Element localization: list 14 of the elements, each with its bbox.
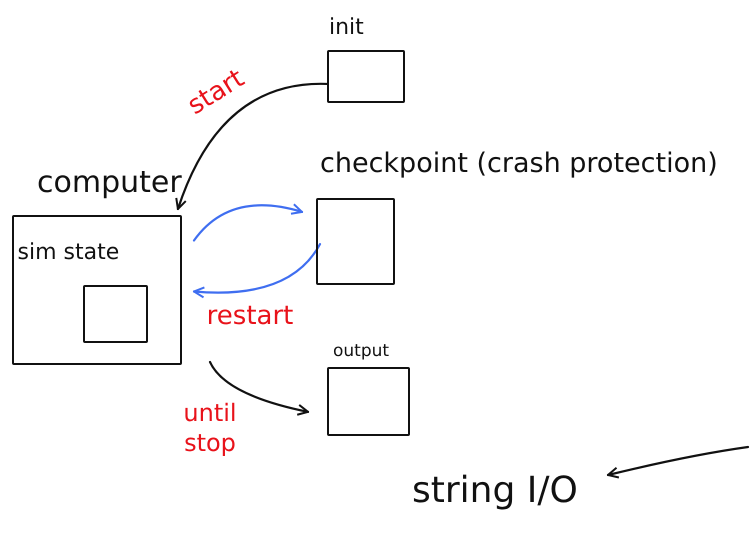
arrow	[192, 243, 322, 298]
box-heading: output	[333, 341, 390, 361]
edge-label: start	[181, 62, 251, 123]
box-heading: computer	[37, 165, 182, 200]
arrow	[176, 82, 328, 210]
arrow	[208, 360, 310, 416]
edge-label: restart	[206, 300, 294, 332]
arrow	[192, 204, 304, 242]
box-heading: checkpoint (crash protection)	[320, 148, 718, 179]
text-label: string I/O	[412, 470, 578, 511]
box-heading: init	[329, 15, 364, 40]
edge-label: until stop	[182, 398, 238, 458]
arrow	[606, 446, 750, 479]
box-heading: sim state	[18, 240, 120, 264]
